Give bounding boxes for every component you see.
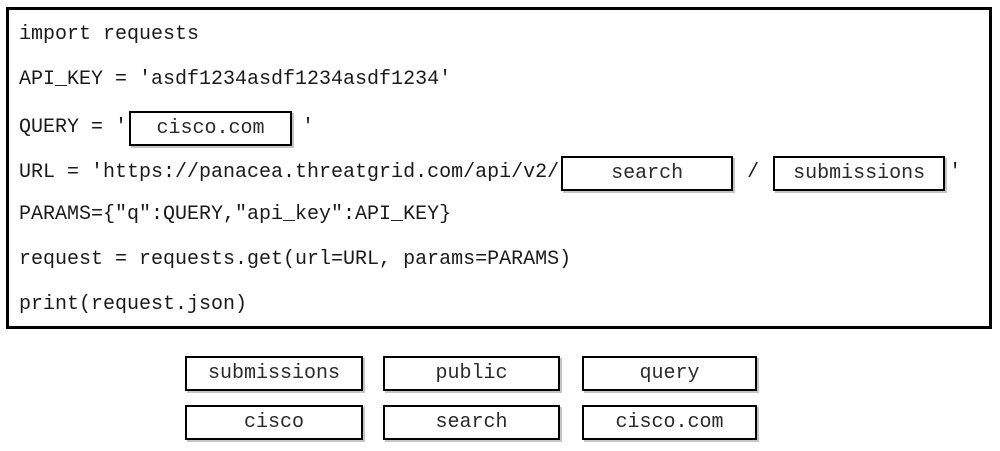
code-line-params: PARAMS={"q":QUERY,"api_key":API_KEY} — [19, 203, 452, 226]
option-tile-query[interactable]: query — [582, 356, 757, 391]
option-tile-submissions[interactable]: submissions — [185, 356, 363, 391]
code-line-query: QUERY = ' cisco.com ' — [19, 110, 314, 146]
query-line-prefix: QUERY = ' — [19, 116, 128, 139]
option-tile-cisco-com[interactable]: cisco.com — [582, 405, 757, 440]
url-path-separator: / — [747, 161, 760, 184]
options-row-1: submissions public query — [185, 356, 757, 391]
option-tile-public[interactable]: public — [383, 356, 560, 391]
code-line-import: import requests — [19, 23, 200, 46]
query-line-suffix: ' — [302, 116, 315, 139]
drop-slot-api-path-1[interactable]: search — [561, 155, 734, 191]
draggable-options-bank: submissions public query cisco search ci… — [185, 356, 757, 440]
option-tile-cisco[interactable]: cisco — [185, 405, 363, 440]
option-tile-search[interactable]: search — [383, 405, 560, 440]
drop-slot-query-value[interactable]: cisco.com — [129, 110, 293, 146]
code-snippet-frame: import requests API_KEY = 'asdf1234asdf1… — [6, 7, 992, 329]
code-line-api-key: API_KEY = 'asdf1234asdf1234asdf1234' — [19, 68, 452, 91]
url-line-suffix: ' — [949, 161, 962, 184]
drop-slot-api-path-2[interactable]: submissions — [773, 155, 946, 191]
code-line-request: request = requests.get(url=URL, params=P… — [19, 248, 572, 271]
code-line-print: print(request.json) — [19, 293, 248, 316]
code-line-url: URL = 'https://panacea.threatgrid.com/ap… — [19, 155, 961, 191]
url-line-prefix: URL = 'https://panacea.threatgrid.com/ap… — [19, 161, 560, 184]
options-row-2: cisco search cisco.com — [185, 405, 757, 440]
